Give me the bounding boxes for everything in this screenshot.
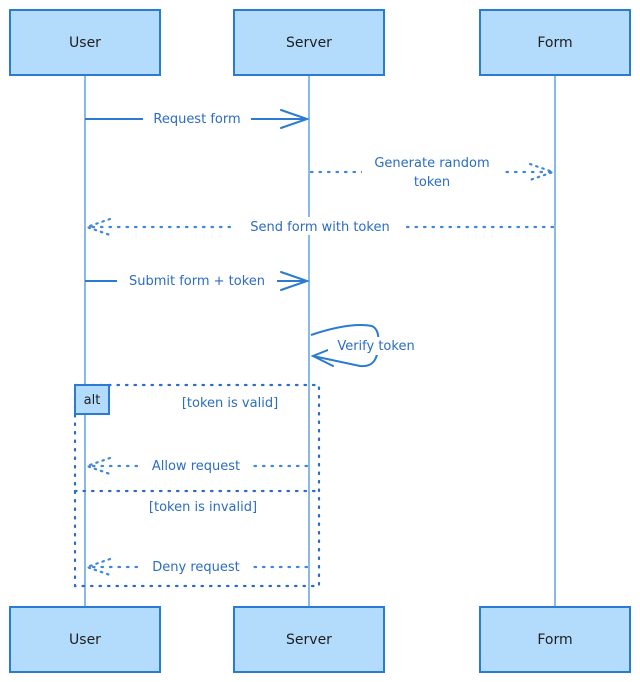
actor-label: Form: [537, 632, 572, 648]
arrow-head-icon: [83, 456, 112, 476]
actor-label: User: [69, 632, 101, 648]
arrow-head-icon: [83, 217, 112, 237]
message-label-line-2: token: [414, 175, 450, 190]
arrow-head-icon: [280, 109, 311, 129]
arrow-head-icon: [83, 557, 112, 577]
actor-user-bottom[interactable]: User: [9, 606, 161, 673]
message-label: Verify token: [337, 339, 414, 354]
actor-form-bottom[interactable]: Form: [479, 606, 631, 673]
message-generate-token[interactable]: Generate random token: [309, 154, 557, 190]
svg-text:alt: alt: [84, 393, 101, 408]
message-label: Send form with token: [250, 220, 389, 235]
actor-label: Server: [286, 35, 332, 51]
alt-condition-valid: [token is valid]: [182, 396, 278, 411]
alt-condition-invalid: [token is invalid]: [149, 500, 257, 515]
arrow-head-icon: [280, 271, 311, 291]
actor-label: Form: [537, 35, 572, 51]
actor-server-bottom[interactable]: Server: [233, 606, 385, 673]
message-request-form[interactable]: Request form: [85, 109, 311, 129]
message-label: Request form: [153, 112, 240, 127]
message-label: Allow request: [152, 459, 240, 474]
message-label: Submit form + token: [129, 274, 265, 289]
actor-user-top[interactable]: User: [9, 9, 161, 76]
message-submit-form[interactable]: Submit form + token: [85, 271, 311, 291]
actor-server-top[interactable]: Server: [233, 9, 385, 76]
message-label-line-1: Generate random: [374, 156, 489, 171]
actor-label: Server: [286, 632, 332, 648]
arrow-head-icon: [310, 347, 334, 367]
message-verify-token[interactable]: Verify token: [310, 324, 424, 368]
actor-label: User: [69, 35, 101, 51]
message-deny-request[interactable]: Deny request: [83, 557, 309, 577]
actor-form-top[interactable]: Form: [479, 9, 631, 76]
alt-keyword-badge: alt: [74, 384, 110, 415]
message-label: Deny request: [152, 560, 240, 575]
arrow-head-icon: [528, 162, 557, 182]
message-send-form[interactable]: Send form with token: [83, 217, 555, 237]
alt-frame: alt [token is valid] [token is invalid]: [73, 383, 321, 588]
message-allow-request[interactable]: Allow request: [83, 456, 309, 476]
